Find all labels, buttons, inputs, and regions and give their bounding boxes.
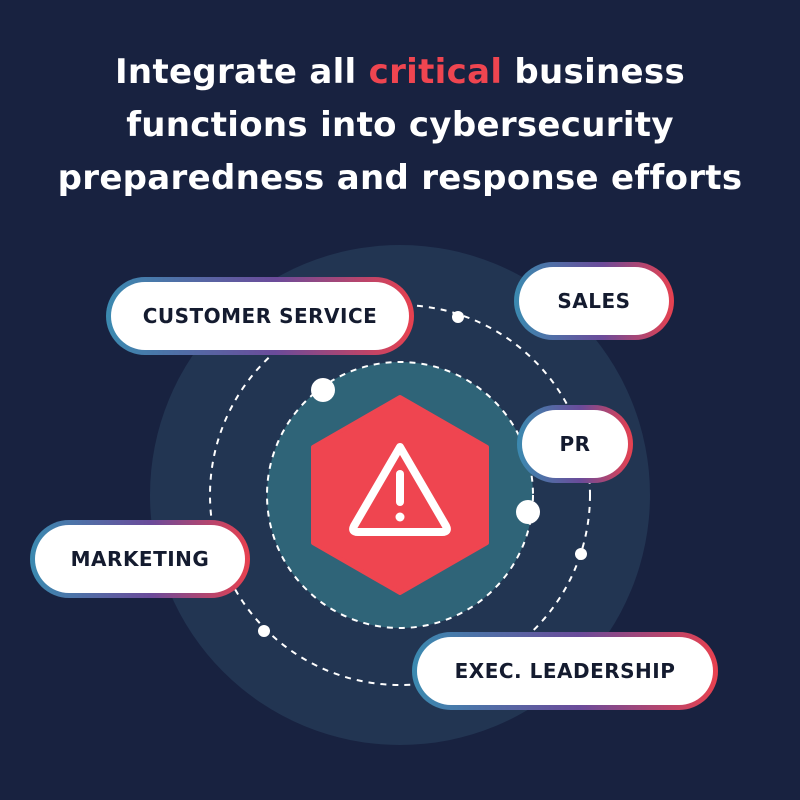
sales-label: SALES (519, 267, 669, 335)
orbit-dot (452, 311, 464, 323)
orbit-dot (258, 625, 270, 637)
warning-triangle-icon (349, 443, 451, 536)
headline-line-1: Integrate all critical business (0, 46, 800, 99)
orbit-dot (575, 548, 587, 560)
sales-pill: SALES (514, 262, 674, 340)
marketing-label: MARKETING (35, 525, 245, 593)
headline-text: business (502, 52, 685, 92)
headline-text: Integrate all (114, 52, 369, 92)
pr-label: PR (522, 410, 628, 478)
orbit-dot (516, 500, 540, 524)
pr-pill: PR (517, 405, 633, 483)
marketing-pill: MARKETING (30, 520, 250, 598)
exec-leadership-label: EXEC. LEADERSHIP (417, 637, 713, 705)
customer-service-pill: CUSTOMER SERVICE (106, 277, 414, 355)
outer-orbit-ring (209, 304, 591, 686)
headline-line-2: functions into cybersecurity (126, 105, 674, 145)
headline-line-3: preparedness and response efforts (57, 158, 743, 198)
headline: Integrate all critical business function… (0, 46, 800, 205)
orbit-dot (311, 378, 335, 402)
customer-service-label: CUSTOMER SERVICE (111, 282, 409, 350)
exec-leadership-pill: EXEC. LEADERSHIP (412, 632, 718, 710)
inner-orbit-ring (266, 361, 534, 629)
headline-highlight: critical (368, 52, 503, 92)
